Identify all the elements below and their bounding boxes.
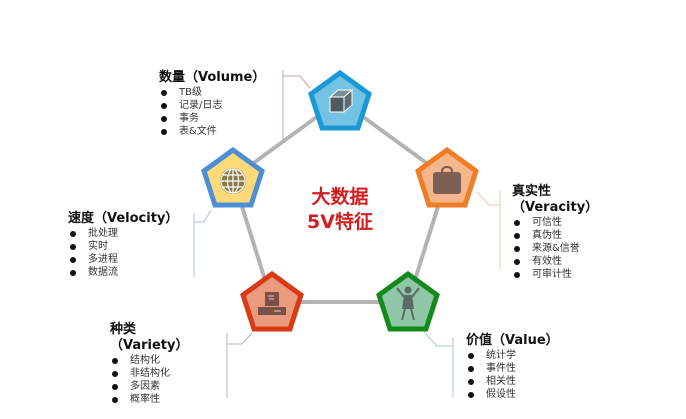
veracity-list: 可信性 真伪性 来源&信誉 有效性 可审计性 [512,216,598,281]
list-item: 实时 [68,240,178,253]
veracity-title-line1: 真实性 [512,184,552,199]
variety-title-line2: （Variety） [110,338,189,353]
velocity-title: 速度（Velocity） [68,211,179,226]
value-title: 价值（Value） [466,333,559,348]
cube-icon [328,88,354,114]
list-item: 多因素 [110,380,189,393]
callout-velocity [193,209,212,277]
list-item: 假设性 [466,388,559,401]
computer-icon [258,292,286,315]
list-item: 记录/日志 [159,99,265,112]
velocity-node [201,146,265,208]
variety-title-line1: 种类 [110,322,137,337]
velocity-label: 速度（Velocity） 批处理 实时 多进程 数据流 [68,211,178,279]
list-item: 有效性 [512,255,598,268]
center-title-line1: 大数据 [311,186,369,208]
list-item: 相关性 [466,375,559,388]
variety-node [240,270,304,332]
briefcase-icon [433,165,461,194]
value-node [376,270,440,332]
callout-value [423,331,454,397]
list-item: 数据流 [68,266,178,279]
veracity-title-line2: （Veracity） [512,200,599,215]
variety-label: 种类 （Variety） 结构化 非结构化 多因素 概率性 [110,322,189,406]
list-item: 统计学 [466,349,559,362]
center-title-line2: 5V特征 [307,211,373,233]
list-item: 真伪性 [512,229,598,242]
list-item: 概率性 [110,393,189,406]
value-list: 统计学 事件性 相关性 假设性 [466,349,559,401]
list-item: 可信性 [512,216,598,229]
list-item: 非结构化 [110,367,189,380]
callout-volume [282,70,311,140]
list-item: TB级 [159,86,265,99]
callout-variety [226,332,253,398]
list-item: 可审计性 [512,268,598,281]
list-item: 事件性 [466,362,559,375]
globe-icon [220,168,246,194]
list-item: 多进程 [68,253,178,266]
list-item: 表&文件 [159,125,265,138]
person-icon [396,286,420,321]
volume-label: 数量（Volume） TB级 记录/日志 事务 表&文件 [159,70,265,138]
list-item: 事务 [159,112,265,125]
velocity-list: 批处理 实时 多进程 数据流 [68,227,178,279]
veracity-label: 真实性 （Veracity） 可信性 真伪性 来源&信誉 有效性 可审计性 [512,184,598,281]
callout-veracity [476,190,501,270]
volume-title: 数量（Volume） [159,70,266,85]
list-item: 结构化 [110,354,189,367]
list-item: 来源&信誉 [512,242,598,255]
volume-list: TB级 记录/日志 事务 表&文件 [159,86,265,138]
center-title: 大数据 5V特征 [290,185,390,235]
variety-list: 结构化 非结构化 多因素 概率性 [110,354,189,406]
value-label: 价值（Value） 统计学 事件性 相关性 假设性 [466,333,559,401]
veracity-node [415,146,479,208]
volume-node [308,69,372,131]
list-item: 批处理 [68,227,178,240]
